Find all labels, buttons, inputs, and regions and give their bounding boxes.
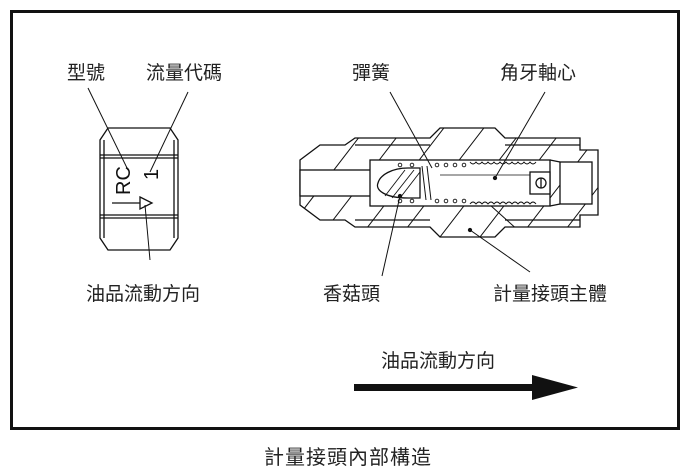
hex-nut-view	[87, 87, 189, 261]
leader-model	[87, 87, 129, 171]
outlet-cap	[559, 161, 593, 205]
nut-flow-code-marking: 1	[141, 169, 163, 180]
label-model: 型號	[67, 62, 106, 84]
body-outline	[299, 127, 599, 238]
flow-arrow-shaft	[354, 384, 534, 391]
flow-arrow-head	[532, 375, 578, 400]
label-mushroom-head: 香菇頭	[323, 283, 381, 305]
diagram-caption: 計量接頭內部構造	[264, 445, 432, 469]
nut-model-marking: RC	[113, 166, 135, 195]
label-spring: 彈簧	[352, 62, 391, 84]
spring	[421, 165, 432, 201]
mushroom-head-hatching	[384, 169, 421, 199]
leader-threaded-shaft	[494, 91, 546, 179]
spring-coils	[397, 162, 467, 204]
label-body: 計量接頭主體	[493, 283, 608, 305]
cross-section-view	[299, 91, 599, 277]
leader-spring	[389, 91, 433, 169]
leader-flow-direction	[144, 204, 151, 261]
label-threaded-shaft: 角牙軸心	[500, 62, 577, 84]
leader-flow-code	[149, 91, 189, 173]
leader-body	[469, 229, 531, 273]
label-flow-code: 流量代碼	[146, 62, 223, 84]
leader-mushroom-head	[381, 195, 401, 277]
hex-nut-outline	[99, 127, 179, 251]
label-flow-direction-right: 油品流動方向	[381, 350, 496, 372]
flow-direction-arrow	[354, 375, 578, 400]
nut-flow-arrow-head	[139, 195, 154, 211]
label-flow-direction-left: 油品流動方向	[86, 283, 201, 305]
inlet-bore	[299, 169, 381, 197]
